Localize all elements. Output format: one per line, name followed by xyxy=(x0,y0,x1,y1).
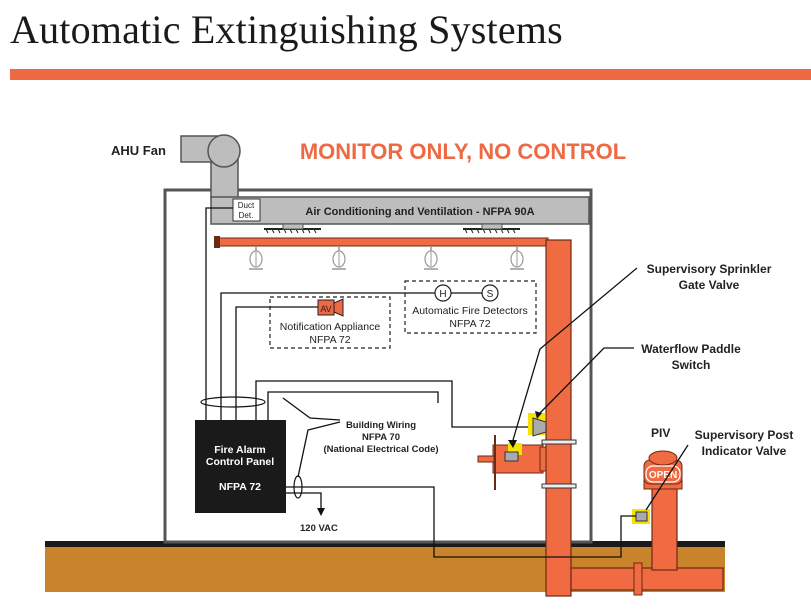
sprinkler-head-icon xyxy=(332,246,346,270)
building-wiring-label-1: Building Wiring xyxy=(346,420,416,431)
supply-duct xyxy=(210,196,590,225)
pipe-flange xyxy=(633,562,643,596)
sprinkler-head-icon xyxy=(249,246,263,270)
piv-valve-label-2: Indicator Valve xyxy=(702,444,787,458)
piv-top xyxy=(648,450,678,466)
piv-post xyxy=(651,486,678,571)
gate-valve-callout-arrow xyxy=(508,440,517,448)
gate-valve-label-1: Supervisory Sprinkler xyxy=(647,262,772,276)
underground-feed-pipe xyxy=(570,567,724,591)
duct-detector-label-1: Duct xyxy=(238,201,255,210)
ahu-fan-icon xyxy=(207,134,241,168)
title-rule xyxy=(10,69,811,80)
building-wiring-label-3: (National Electrical Code) xyxy=(323,444,438,455)
branch-pipe-endcap xyxy=(214,236,220,248)
diffuser-right xyxy=(463,223,520,234)
paddle-callout-line xyxy=(538,347,634,415)
riser-coupling xyxy=(541,483,577,489)
diffuser-left xyxy=(264,223,321,234)
notification-appliance-box xyxy=(269,296,391,349)
piv-callout-line xyxy=(645,444,689,511)
gate-valve-callout-line xyxy=(512,267,638,441)
wiring xyxy=(205,207,636,558)
gate-valve-label-2: Gate Valve xyxy=(679,278,740,292)
piv-valve-label-1: Supervisory Post xyxy=(695,428,794,442)
monitor-heading: MONITOR ONLY, NO CONTROL xyxy=(300,139,626,164)
vac-label: 120 VAC xyxy=(300,523,338,534)
notification-label-1: Notification Appliance xyxy=(280,321,381,333)
smoke-detector-symbol: S xyxy=(487,289,494,300)
air-conditioning-label: Air Conditioning and Ventilation - NFPA … xyxy=(305,206,534,218)
notification-label-2: NFPA 72 xyxy=(309,334,350,346)
ground-surface-line xyxy=(45,541,725,547)
wire-bundle-bottom xyxy=(293,475,303,499)
duct-detector-label-2: Det. xyxy=(239,211,254,220)
gate-valve-tamper-switch xyxy=(504,451,519,462)
sprinkler-head-icon xyxy=(510,246,524,270)
fire-detectors-box xyxy=(404,280,537,334)
piv-label: PIV xyxy=(651,426,670,440)
facp-label-1: Fire Alarm xyxy=(214,444,266,456)
building-outline xyxy=(163,188,593,544)
waterflow-paddle-switch xyxy=(532,417,547,437)
gate-valve-flange xyxy=(539,446,547,472)
duct-detector xyxy=(232,198,261,222)
gate-valve-stem xyxy=(477,455,495,463)
wire-bundle-top xyxy=(200,396,266,408)
heat-detector-symbol: H xyxy=(439,289,446,300)
fire-alarm-control-panel xyxy=(195,420,286,513)
riser-coupling xyxy=(541,439,577,445)
facp-label-3: NFPA 72 xyxy=(219,481,261,493)
av-horn-icon xyxy=(333,298,344,317)
av-symbol: AV xyxy=(320,304,331,314)
detectors-label-2: NFPA 72 xyxy=(449,318,490,330)
paddle-callout-arrow xyxy=(535,411,542,419)
vac-arrow-icon xyxy=(317,508,325,516)
sprinkler-branch-pipe xyxy=(217,237,549,247)
facp-label-2: Control Panel xyxy=(206,456,274,468)
sprinkler-riser xyxy=(545,239,572,597)
detectors-label-1: Automatic Fire Detectors xyxy=(412,305,528,317)
page-title: Automatic Extinguishing Systems xyxy=(10,7,563,52)
paddle-label-2: Switch xyxy=(672,358,711,372)
building-wiring-label-2: NFPA 70 xyxy=(362,432,400,443)
ahu-fan-label: AHU Fan xyxy=(111,143,166,158)
sprinkler-head-icon xyxy=(424,246,438,270)
piv-tamper-switch xyxy=(635,511,648,522)
piv-open-text: OPEN xyxy=(649,470,677,481)
paddle-label-1: Waterflow Paddle xyxy=(641,342,741,356)
